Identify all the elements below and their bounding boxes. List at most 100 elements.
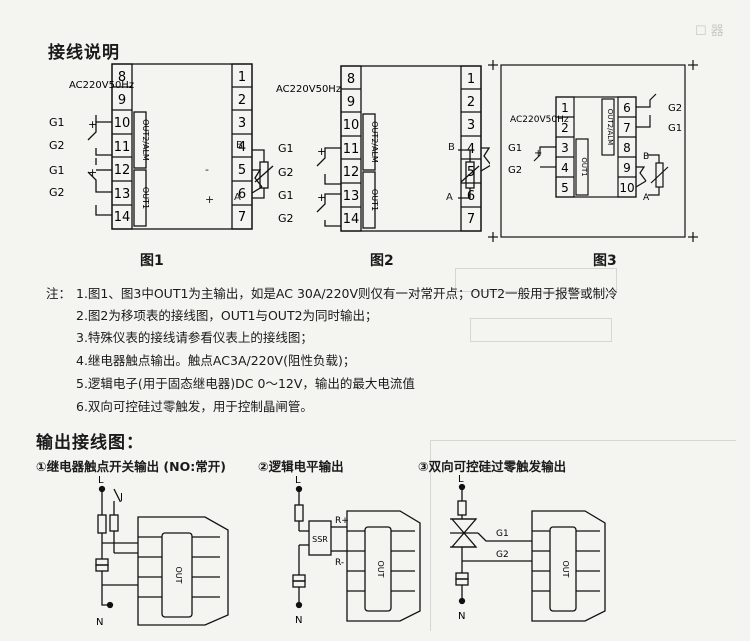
- terminal-number: 8: [118, 70, 126, 85]
- note-item: 2.图2为移项表的接线图，OUT1与OUT2为同时输出；: [76, 308, 378, 323]
- terminal-number: 11: [114, 140, 131, 155]
- b-label: B: [448, 142, 455, 153]
- wiring-diagram-fig2: AC220V50Hz G1 G2 G1 G2 + + OUT2/ALM OUT1…: [276, 65, 490, 232]
- a-label: A: [234, 192, 241, 203]
- terminal-number: 5: [238, 163, 246, 178]
- bleed-through-text: ☐ 器: [695, 24, 724, 39]
- bleed-through-table: [430, 440, 736, 631]
- figure-caption-2: 图2: [370, 253, 394, 269]
- b-label: B: [236, 140, 243, 151]
- plus-sign: +: [205, 193, 215, 206]
- terminal-number: 9: [347, 95, 355, 110]
- figure-caption-3: 图3: [593, 253, 617, 269]
- ssr-label: SSR: [312, 535, 328, 544]
- notes-prefix: 注：: [46, 286, 72, 301]
- g1-label: G1: [278, 189, 294, 202]
- note-item: 5.逻辑电子(用于固态继电器)DC 0～12V，输出的最大电流值: [76, 376, 415, 391]
- terminal-number: 6: [467, 189, 475, 204]
- terminal-number: 11: [343, 142, 360, 157]
- terminal-number: 9: [118, 93, 126, 108]
- terminal-number: 14: [114, 210, 131, 225]
- relay-output-diagram: L J N OUT: [95, 475, 229, 628]
- g2-label: G2: [49, 139, 65, 152]
- a-label: A: [446, 192, 453, 203]
- g1-label: G1: [668, 123, 682, 134]
- figure-caption-1: 图1: [140, 253, 164, 269]
- l-label: L: [458, 475, 464, 485]
- l-label: L: [295, 475, 301, 486]
- plus-sign: +: [88, 118, 97, 131]
- terminal-number: 6: [623, 101, 631, 115]
- out1-label: OUT1: [141, 187, 150, 209]
- terminal-number: 9: [623, 161, 631, 175]
- terminal-number: 4: [238, 140, 246, 155]
- logic-output-diagram: L SSR R+ R- N OUT: [292, 475, 421, 626]
- terminal-number: 14: [343, 212, 360, 227]
- plus-sign: +: [317, 145, 326, 158]
- out-label: OUT: [376, 560, 385, 577]
- terminal-number: 1: [238, 70, 246, 85]
- n-label: N: [295, 615, 302, 626]
- g2-label: G2: [508, 165, 522, 176]
- l-label: L: [98, 475, 104, 486]
- g1-label: G1: [278, 142, 294, 155]
- out-label: OUT: [174, 566, 183, 583]
- plus-sign: +: [317, 191, 326, 204]
- terminal-number: 7: [623, 121, 631, 135]
- output-diagram-title-logic: ②逻辑电平输出: [258, 459, 344, 474]
- terminal-number: 10: [114, 116, 131, 131]
- terminal-number: 1: [561, 101, 569, 115]
- terminal-number: 1: [467, 72, 475, 87]
- terminal-number: 7: [238, 210, 246, 225]
- g1-label: G1: [49, 116, 65, 129]
- note-item: 3.特殊仪表的接线请参看仪表上的接线图；: [76, 330, 313, 345]
- terminal-number: 10: [619, 181, 634, 195]
- out2-label: OUT2/ALM: [370, 121, 379, 163]
- terminal-number: 8: [347, 72, 355, 87]
- note-item: 4.继电器触点输出。触点AC3A/220V(阻性负载)；: [76, 353, 356, 368]
- r-plus-label: R+: [335, 516, 349, 526]
- bleed-through-box: [455, 268, 617, 292]
- n-label: N: [458, 611, 465, 622]
- terminal-number: 6: [238, 187, 246, 202]
- out-label: OUT: [561, 560, 570, 577]
- g2-label: G2: [496, 550, 509, 560]
- sensor-resistor-fig1: [252, 149, 274, 199]
- out2-label: OUT2/ALM: [606, 109, 614, 145]
- out2-label: OUT2/ALM: [141, 119, 150, 161]
- terminal-number: 7: [467, 212, 475, 227]
- section-title-output-wiring: 输出接线图：: [36, 433, 144, 453]
- out1-label: OUT1: [580, 157, 588, 176]
- plus-sign: +: [534, 148, 542, 159]
- output-diagram-title-relay: ①继电器触点开关输出 (NO:常开): [36, 459, 226, 474]
- terminal-number: 3: [467, 118, 475, 133]
- bleed-through-box: [470, 318, 612, 342]
- n-label: N: [96, 617, 103, 628]
- terminal-number: 8: [623, 141, 631, 155]
- minus-sign: -: [205, 163, 209, 176]
- g1-label: G1: [496, 529, 509, 539]
- terminal-number: 12: [343, 165, 360, 180]
- terminal-number: 4: [467, 142, 475, 157]
- terminal-number: 13: [114, 187, 131, 202]
- section-title-wiring: 接线说明: [48, 43, 120, 63]
- g2-label: G2: [278, 212, 294, 225]
- triac-output-diagram: L G1 G2 N OUT: [450, 475, 606, 622]
- terminal-number: 10: [343, 118, 360, 133]
- out1-label: OUT1: [370, 189, 379, 211]
- b-label: B: [643, 152, 649, 162]
- sensor-resistor-fig2: [458, 149, 480, 199]
- note-item: 6.双向可控硅过零触发，用于控制晶闸管。: [76, 399, 313, 414]
- g1-label: G1: [508, 143, 522, 154]
- g2-label: G2: [278, 166, 294, 179]
- terminal-number: 3: [238, 116, 246, 131]
- ac-label: AC220V50Hz: [276, 84, 341, 95]
- g2-label: G2: [49, 186, 65, 199]
- terminal-number: 13: [343, 189, 360, 204]
- terminal-number: 4: [561, 161, 569, 175]
- ac-label: AC220V50Hz: [510, 115, 569, 125]
- j-label: J: [119, 492, 123, 503]
- terminal-number: 12: [114, 163, 131, 178]
- output-diagram-title-triac: ③双向可控硅过零触发输出: [418, 459, 567, 474]
- terminal-number: 2: [238, 93, 246, 108]
